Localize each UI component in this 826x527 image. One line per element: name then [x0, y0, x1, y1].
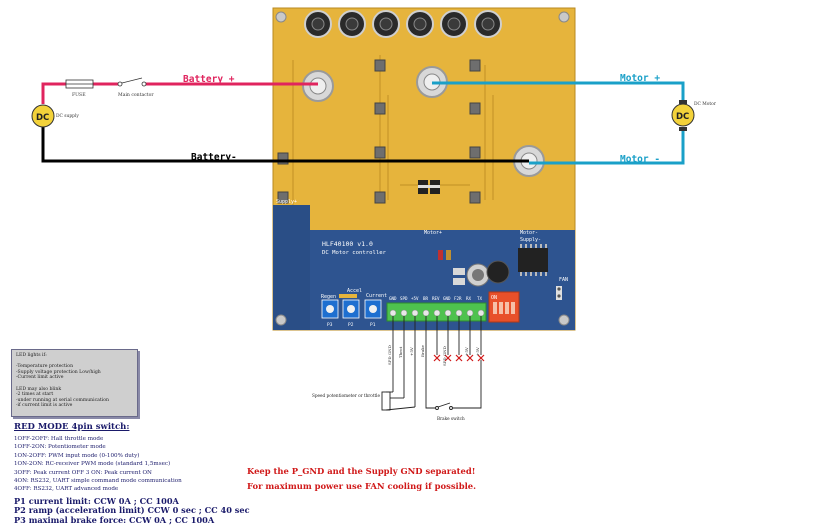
wire-label-5v: +5V [409, 347, 414, 356]
terminal-label-rev: REV [432, 296, 440, 301]
power-wiring [41, 81, 685, 165]
fuse-label: FUSE [72, 92, 86, 98]
fuse-symbol [65, 79, 94, 89]
signal-terminal-block[interactable] [386, 302, 487, 322]
mode-line: 4OFF: RS232, UART advanced mode [14, 486, 119, 493]
dc-motor-symbol [671, 100, 695, 131]
board-subtitle: DC Motor controller [322, 250, 387, 256]
current-label: Current [366, 293, 387, 299]
pot-setting-p3: P3 maximal brake force: CCW 0A ; CC 100A [14, 514, 215, 525]
mosfet-array [277, 59, 481, 204]
dc-motor-label: DC Motor [694, 102, 717, 107]
led-line: -Temperature protection [16, 364, 74, 370]
shunt-resistors [418, 180, 440, 194]
pot-setting-p1: P1 current limit: CCW 0A ; CC 100A [14, 495, 179, 506]
board-supply-label: Supply+ [276, 199, 297, 205]
mode-line: 1OFF-2OFF: Hall throttle mode [14, 436, 104, 442]
wire-label-spd-gnd: SPD GND [387, 345, 392, 365]
led-line: -Supply voltage protection Low/high [16, 369, 101, 375]
board-supply-minus: Supply- [520, 237, 541, 243]
wire-label-throt: Throt [398, 346, 403, 358]
dip-on-label: ON [491, 295, 497, 301]
capacitor-row [304, 10, 502, 38]
mode-description: RED MODE 4pin switch: 1OFF-2OFF: Hall th… [14, 422, 250, 525]
board-fan-label: FAN [559, 277, 568, 283]
led-info-box: LED lights if: -Temperature protection -… [11, 349, 138, 417]
regen-label: Regen [321, 294, 336, 300]
board-motor-minus: Motor- [520, 230, 538, 236]
terminal-label-f2r: F2R [454, 296, 462, 301]
battery-plus-label: Battery + [183, 74, 235, 85]
led-line: LED may also blink [16, 386, 62, 392]
mode-line: 1OFF-2ON: Potentiometer mode [14, 444, 106, 451]
mode-line: 3OFF: Peak current OFF 3 ON: Peak curren… [14, 469, 152, 476]
controller-board: Supply+ HLF40100 v1.0 DC Motor controlle… [272, 7, 576, 331]
terminal-label-gnd2: GND [443, 296, 451, 301]
main-contactor-label: Main contactor [118, 92, 154, 98]
pot-label-p3: P3 [327, 322, 333, 328]
pot-setting-p2: P2 ramp (acceleration limit) CCW 0 sec ;… [14, 505, 250, 516]
motor-minus-label: Motor - [620, 154, 660, 165]
terminal-label-gnd: GND [389, 296, 397, 301]
mode-line: 1ON-2OFF: PWM input mode (0-100% duty) [14, 452, 140, 459]
mode-line: 4ON: RS232, UART simple command mode com… [14, 478, 182, 485]
main-contactor-symbol [117, 77, 147, 87]
pot-label-p2: P2 [348, 322, 354, 328]
wire-label-brake: Brake [420, 344, 425, 357]
led-line: -under running at serial communication [16, 397, 109, 403]
board-model: HLF40100 v1.0 [322, 240, 373, 248]
mode-line: 1ON-2ON: RC-receiver PWM mode (standard … [14, 461, 171, 468]
unused-terminal-marks [433, 354, 485, 362]
power-terminal-supply [302, 70, 334, 102]
dc-supply-symbol [31, 104, 55, 128]
potentiometer-p3[interactable] [321, 299, 339, 319]
signal-wiring [381, 316, 482, 411]
led-line: -2 times at start [16, 392, 54, 398]
led-line: -Current limit active [16, 375, 64, 381]
battery-minus-label: Battery- [191, 152, 237, 163]
wire-label-spd-gnd-2: SPD GND [442, 346, 447, 366]
terminal-label-spd: SPD [400, 296, 408, 301]
terminal-label-5v: +5V [411, 296, 419, 301]
mode-title: RED MODE 4pin switch: [14, 422, 130, 432]
dc-supply-label: DC supply [56, 114, 79, 119]
terminal-label-rx: RX [466, 296, 472, 301]
terminal-label-br: BR [423, 296, 429, 301]
accel-label: Accel [347, 288, 362, 294]
warning-gnd: Keep the P_GND and the Supply GND separa… [247, 466, 476, 476]
mode-dip-switch[interactable] [488, 291, 520, 323]
board-motor-plus: Motor+ [424, 230, 442, 236]
terminal-label-tx: TX [477, 296, 483, 301]
dc-supply-symbol-text: DC [36, 113, 49, 123]
led-line: -if current limit is active [16, 403, 73, 409]
potentiometer-p1[interactable] [364, 299, 382, 319]
potentiometer-label: Speed potentiometer or throttle [312, 393, 381, 398]
wire-label-5v-2: +5V [464, 347, 469, 356]
potentiometer-p2[interactable] [342, 299, 360, 319]
warning-fan: For maximum power use FAN cooling if pos… [247, 481, 477, 491]
motor-plus-label: Motor + [620, 73, 660, 84]
wire-label-5v-3: +5V [475, 347, 480, 356]
led-line: LED lights if: [16, 353, 47, 358]
dc-motor-symbol-text: DC [676, 112, 689, 122]
brake-switch-label: Brake switch [437, 416, 465, 421]
pot-label-p1: P1 [370, 322, 376, 328]
